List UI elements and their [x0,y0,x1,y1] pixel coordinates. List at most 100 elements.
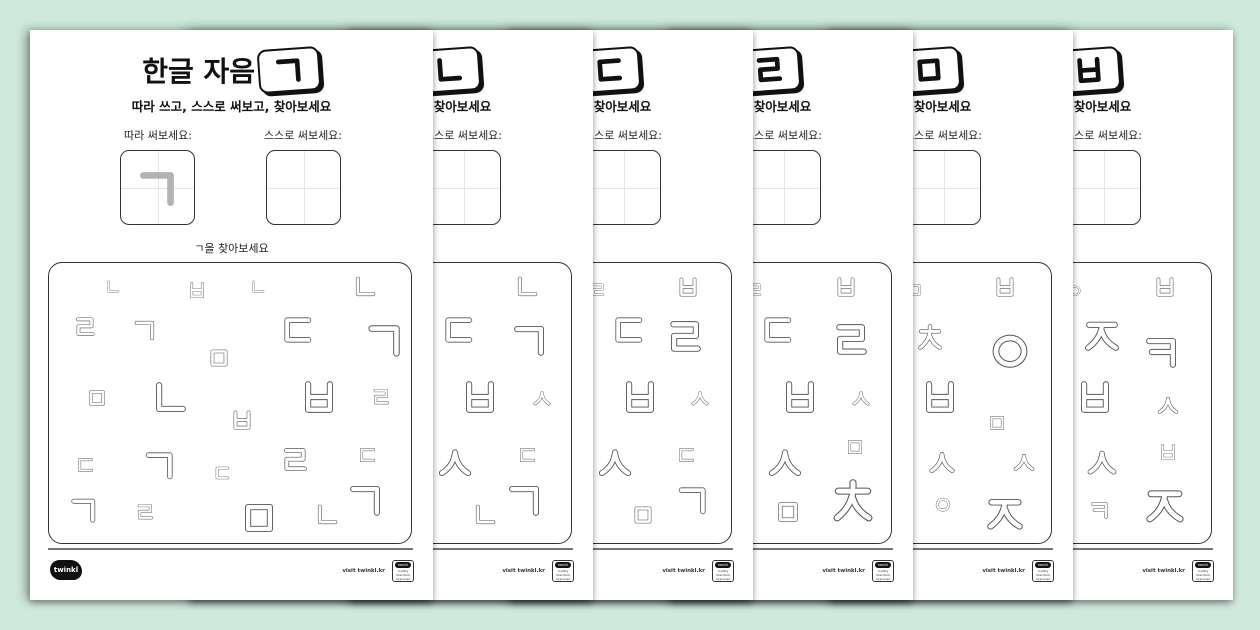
grid-letter[interactable] [1143,483,1187,527]
letter-glyph [533,391,551,406]
letter-glyph [786,381,815,413]
grid-letter[interactable] [510,320,550,360]
grid-letter[interactable] [1012,450,1036,474]
grid-letter[interactable] [436,443,474,481]
site-link[interactable]: visit twinkl.kr [342,568,385,574]
title-letter-tile [1056,45,1122,95]
grid-letter[interactable] [1142,332,1182,372]
grid-letter[interactable] [1075,377,1115,417]
grid-letter[interactable] [631,503,655,527]
grid-letter[interactable] [610,312,646,348]
grid-letter[interactable] [988,330,1032,374]
grid-letter[interactable] [440,312,476,348]
grid-letter[interactable] [845,437,865,457]
grid-letter[interactable] [73,315,97,339]
grid-letter[interactable] [514,274,540,300]
site-link[interactable]: visit twinkl.kr [982,568,1025,574]
twinkl-logo[interactable]: twinkl [50,560,82,580]
grid-letter[interactable] [150,378,190,418]
site-link[interactable]: visit twinkl.kr [822,568,865,574]
letter-glyph [1087,450,1117,475]
grid-letter[interactable] [987,413,1007,433]
letter-glyph [1146,338,1176,368]
self-write-box[interactable] [746,150,821,225]
grid-letter[interactable] [1082,315,1122,355]
grid-letter[interactable] [1156,393,1180,417]
title-letter-glyph [917,58,941,82]
letter-glyph [134,320,155,341]
grid-letter[interactable] [620,377,660,417]
grid-letter[interactable] [590,282,606,298]
letter-glyph [592,283,605,296]
grid-letter[interactable] [675,482,711,518]
grid-letter[interactable] [1158,442,1178,462]
grid-letter[interactable] [279,312,315,348]
grid-letter[interactable] [346,480,386,520]
grid-letter[interactable] [920,377,960,417]
grid-letter[interactable] [135,502,155,522]
grid-letter[interactable] [690,388,710,408]
grid-letter[interactable] [1089,499,1111,521]
site-link[interactable]: visit twinkl.kr [1142,568,1185,574]
grid-letter[interactable] [505,480,545,520]
site-link[interactable]: visit twinkl.kr [502,568,545,574]
grid-letter[interactable] [780,377,820,417]
grid-letter[interactable] [1068,283,1082,297]
grid-letter[interactable] [851,388,871,408]
grid-letter[interactable] [250,279,266,295]
grid-letter[interactable] [213,464,231,482]
letter-glyph [475,504,496,525]
grid-letter[interactable] [676,445,696,465]
grid-letter[interactable] [934,496,952,514]
grid-letter[interactable] [984,492,1026,534]
grid-letter[interactable] [86,387,108,409]
grid-letter[interactable] [834,275,858,299]
grid-letter[interactable] [460,377,500,417]
self-write-box[interactable] [906,150,981,225]
grid-letter[interactable] [207,346,231,370]
self-write-box[interactable] [426,150,501,225]
letter-glyph [520,448,535,463]
grid-letter[interactable] [280,445,310,475]
grid-letter[interactable] [1153,275,1177,299]
grid-letter[interactable] [314,502,340,528]
grid-letter[interactable] [831,320,871,360]
grid-letter[interactable] [187,280,207,300]
grid-letter[interactable] [68,494,100,526]
self-write-box[interactable] [586,150,661,225]
grid-letter[interactable] [532,388,552,408]
grid-letter[interactable] [927,447,957,477]
grid-letter[interactable] [105,279,121,295]
grid-letter[interactable] [676,275,700,299]
grid-letter[interactable] [352,274,378,300]
self-write-box[interactable] [266,150,341,225]
grid-letter[interactable] [916,324,944,352]
grid-letter[interactable] [766,443,804,481]
grid-letter[interactable] [1085,445,1119,479]
grid-letter[interactable] [230,408,254,432]
grid-letter[interactable] [472,502,498,528]
grid-letter[interactable] [596,443,634,481]
badge-text: Quality Standard Approved [715,569,731,581]
grid-letter[interactable] [830,479,876,525]
grid-letter[interactable] [364,319,406,361]
grid-letter[interactable] [299,377,339,417]
grid-letter[interactable] [774,498,802,526]
grid-letter[interactable] [371,387,391,407]
grid-letter[interactable] [357,445,377,465]
grid-letter[interactable] [142,447,178,483]
grid-letter[interactable] [75,455,95,475]
badge-logo: twinkl [715,562,731,568]
trace-box[interactable] [120,150,195,225]
grid-letter[interactable] [239,498,279,538]
grid-letter[interactable] [665,317,705,357]
grid-letter[interactable] [993,275,1017,299]
site-link[interactable]: visit twinkl.kr [662,568,705,574]
grid-letter[interactable] [759,312,795,348]
grid-letter[interactable] [517,445,537,465]
self-write-box[interactable] [1066,150,1141,225]
grid-letter[interactable] [132,317,158,343]
letter-glyph [76,317,95,336]
